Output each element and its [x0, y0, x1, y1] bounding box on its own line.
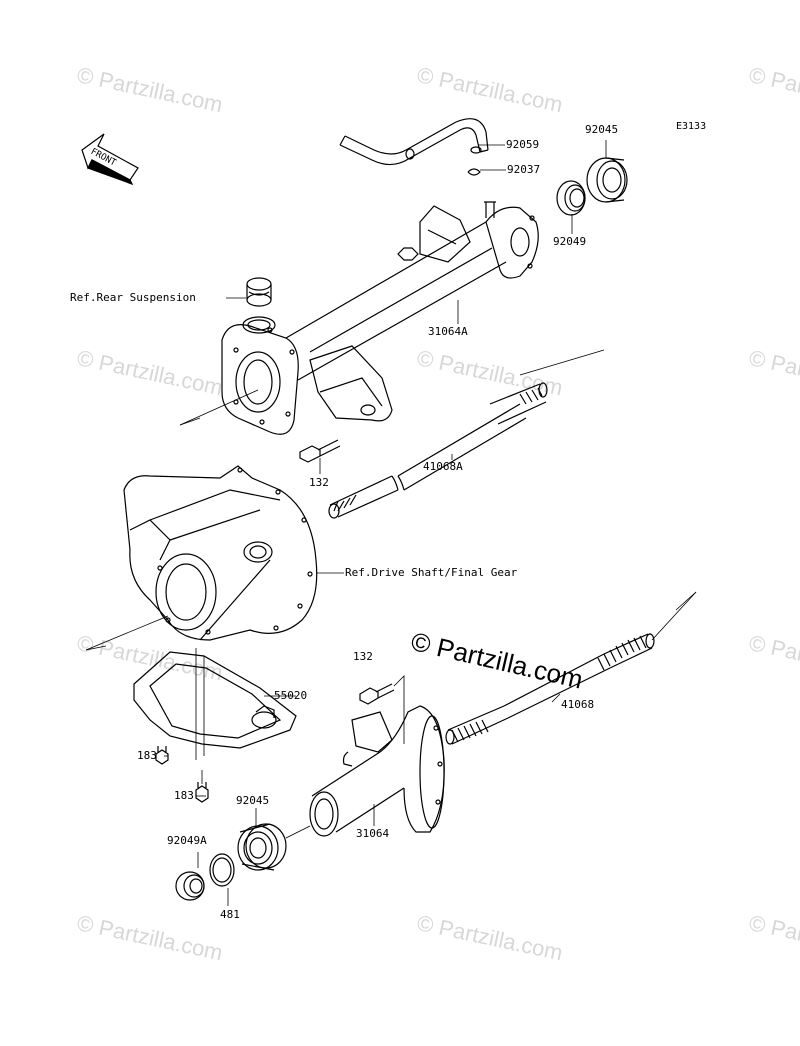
part-label-92059[interactable]: 92059: [506, 138, 540, 151]
axle-shaft-right: [445, 633, 655, 745]
part-label-31064[interactable]: 31064: [356, 827, 390, 840]
oil-seal-top: [556, 180, 586, 216]
bearing-top: [586, 157, 628, 203]
part-label-31064A[interactable]: 31064A: [428, 325, 468, 338]
oil-seal-bottom: [175, 871, 205, 901]
bolt-183-b: [195, 782, 209, 803]
part-label-92049[interactable]: 92049: [553, 235, 587, 248]
breather-hose: [339, 118, 489, 166]
part-label-132-top[interactable]: 132: [309, 476, 329, 489]
final-gear-case: [123, 465, 318, 641]
part-label-92049A[interactable]: 92049A: [167, 834, 207, 847]
bolt-183-a: [155, 746, 169, 765]
part-label-481[interactable]: 481: [220, 908, 240, 921]
part-label-183-b[interactable]: 183: [174, 789, 194, 802]
circlip: [209, 853, 235, 887]
ref-rear-suspension[interactable]: Ref.Rear Suspension: [70, 291, 196, 304]
front-arrow-icon: [81, 133, 139, 186]
bolt-bottom: [359, 683, 395, 705]
rubber-bushing: [246, 277, 272, 307]
part-label-41068A[interactable]: 41068A: [423, 460, 463, 473]
guard-plate: [133, 651, 297, 749]
part-label-92037[interactable]: 92037: [507, 163, 541, 176]
axle-shaft-left: [328, 382, 548, 519]
ref-drive-shaft[interactable]: Ref.Drive Shaft/Final Gear: [345, 566, 518, 579]
diagram-code: E3133: [676, 121, 707, 132]
part-label-183-a[interactable]: 183: [137, 749, 157, 762]
part-label-92045-bottom[interactable]: 92045: [236, 794, 270, 807]
bearing-bottom: [237, 823, 287, 871]
axle-housing-left: [221, 205, 539, 435]
leader-lines: [164, 140, 607, 906]
part-label-55020[interactable]: 55020: [274, 689, 308, 702]
axle-housing-right: [309, 705, 445, 837]
breather-fitting: [484, 201, 496, 218]
hose-clip: [467, 168, 481, 176]
part-label-132-bottom[interactable]: 132: [353, 650, 373, 663]
part-label-92045-top[interactable]: 92045: [585, 123, 619, 136]
bolt-top: [299, 439, 341, 463]
part-label-41068[interactable]: 41068: [561, 698, 595, 711]
